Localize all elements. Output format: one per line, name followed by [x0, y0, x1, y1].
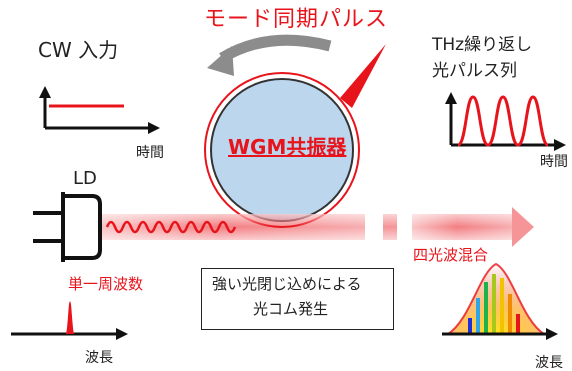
wgm-resonator-label: WGM共振器 [228, 135, 347, 159]
comb-generation-box [201, 268, 394, 330]
wavelength-axis-label-left: 波長 [85, 350, 113, 366]
time-axis-label-left: 時間 [136, 145, 164, 161]
cw-input-label: CW 入力 [38, 38, 119, 62]
thz-pulse-label-line2: 光パルス列 [432, 61, 517, 81]
comb-generation-text-line1: 強い光閉じ込めによる [212, 275, 362, 293]
single-frequency-label: 単一周波数 [68, 275, 144, 293]
pulse-spike-icon [340, 44, 386, 108]
comb-generation-text-line2: 光コム発生 [253, 300, 329, 318]
laser-beam [100, 207, 534, 247]
laser-diode-icon [33, 192, 102, 262]
cw-input-plot [39, 86, 160, 134]
thz-pulse-label-line1: THz繰り返し [432, 35, 533, 55]
thz-pulse-train-plot [445, 92, 566, 151]
wavelength-axis-label-right: 波長 [535, 355, 563, 371]
four-wave-mixing-label: 四光波混合 [413, 246, 489, 264]
mode-locked-pulse-title: モード同期パルス [204, 7, 389, 32]
optical-comb-plot [442, 262, 558, 340]
time-axis-label-right: 時間 [540, 154, 568, 170]
ld-label: LD [73, 168, 97, 189]
rotation-arrow [207, 34, 332, 76]
single-frequency-plot [11, 301, 128, 340]
